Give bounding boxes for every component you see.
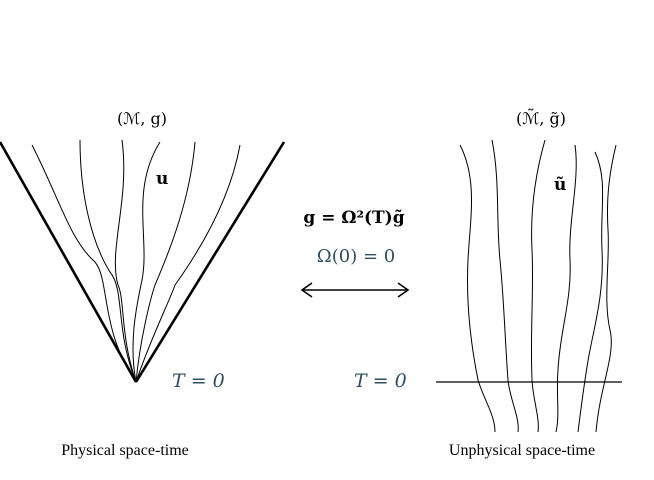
unphysical-caption: Unphysical space-time <box>449 442 595 459</box>
unphysical-field-label: ũ <box>554 175 566 195</box>
worldline <box>31 144 137 383</box>
conformal-relation: g = Ω²(T)g̃ Ω(0) = 0 <box>300 208 410 298</box>
worldline <box>114 139 137 383</box>
physical-field-label: u <box>156 169 168 189</box>
physical-boundary-label: T = 0 <box>172 370 225 392</box>
light-cone-right-edge <box>134 141 286 383</box>
double-arrow-icon <box>300 282 410 298</box>
worldline <box>491 139 519 433</box>
worldline <box>555 144 577 433</box>
worldline <box>530 139 546 433</box>
physical-caption: Physical space-time <box>61 442 189 459</box>
unphysical-boundary-label: T = 0 <box>354 370 407 392</box>
unphysical-worldlines <box>459 139 617 433</box>
light-cone-left-edge <box>0 141 138 383</box>
worldline <box>135 141 196 383</box>
unphysical-manifold-label: (ℳ̃, g̃) <box>516 109 566 128</box>
metric-relation: g = Ω²(T)g̃ <box>303 208 404 228</box>
physical-worldlines <box>31 139 241 383</box>
worldline <box>595 144 617 433</box>
worldline <box>132 141 161 383</box>
physical-spacetime-panel: (ℳ, g) u T = 0 Physical space-time <box>0 109 286 459</box>
worldline <box>135 144 241 383</box>
worldline <box>79 139 137 383</box>
unphysical-spacetime-panel: (ℳ̃, g̃) ũ T = 0 Unphysical space-time <box>354 109 622 459</box>
worldline <box>577 151 604 433</box>
physical-manifold-label: (ℳ, g) <box>117 109 167 128</box>
worldline <box>459 144 496 433</box>
conformal-factor-condition: Ω(0) = 0 <box>317 246 395 267</box>
